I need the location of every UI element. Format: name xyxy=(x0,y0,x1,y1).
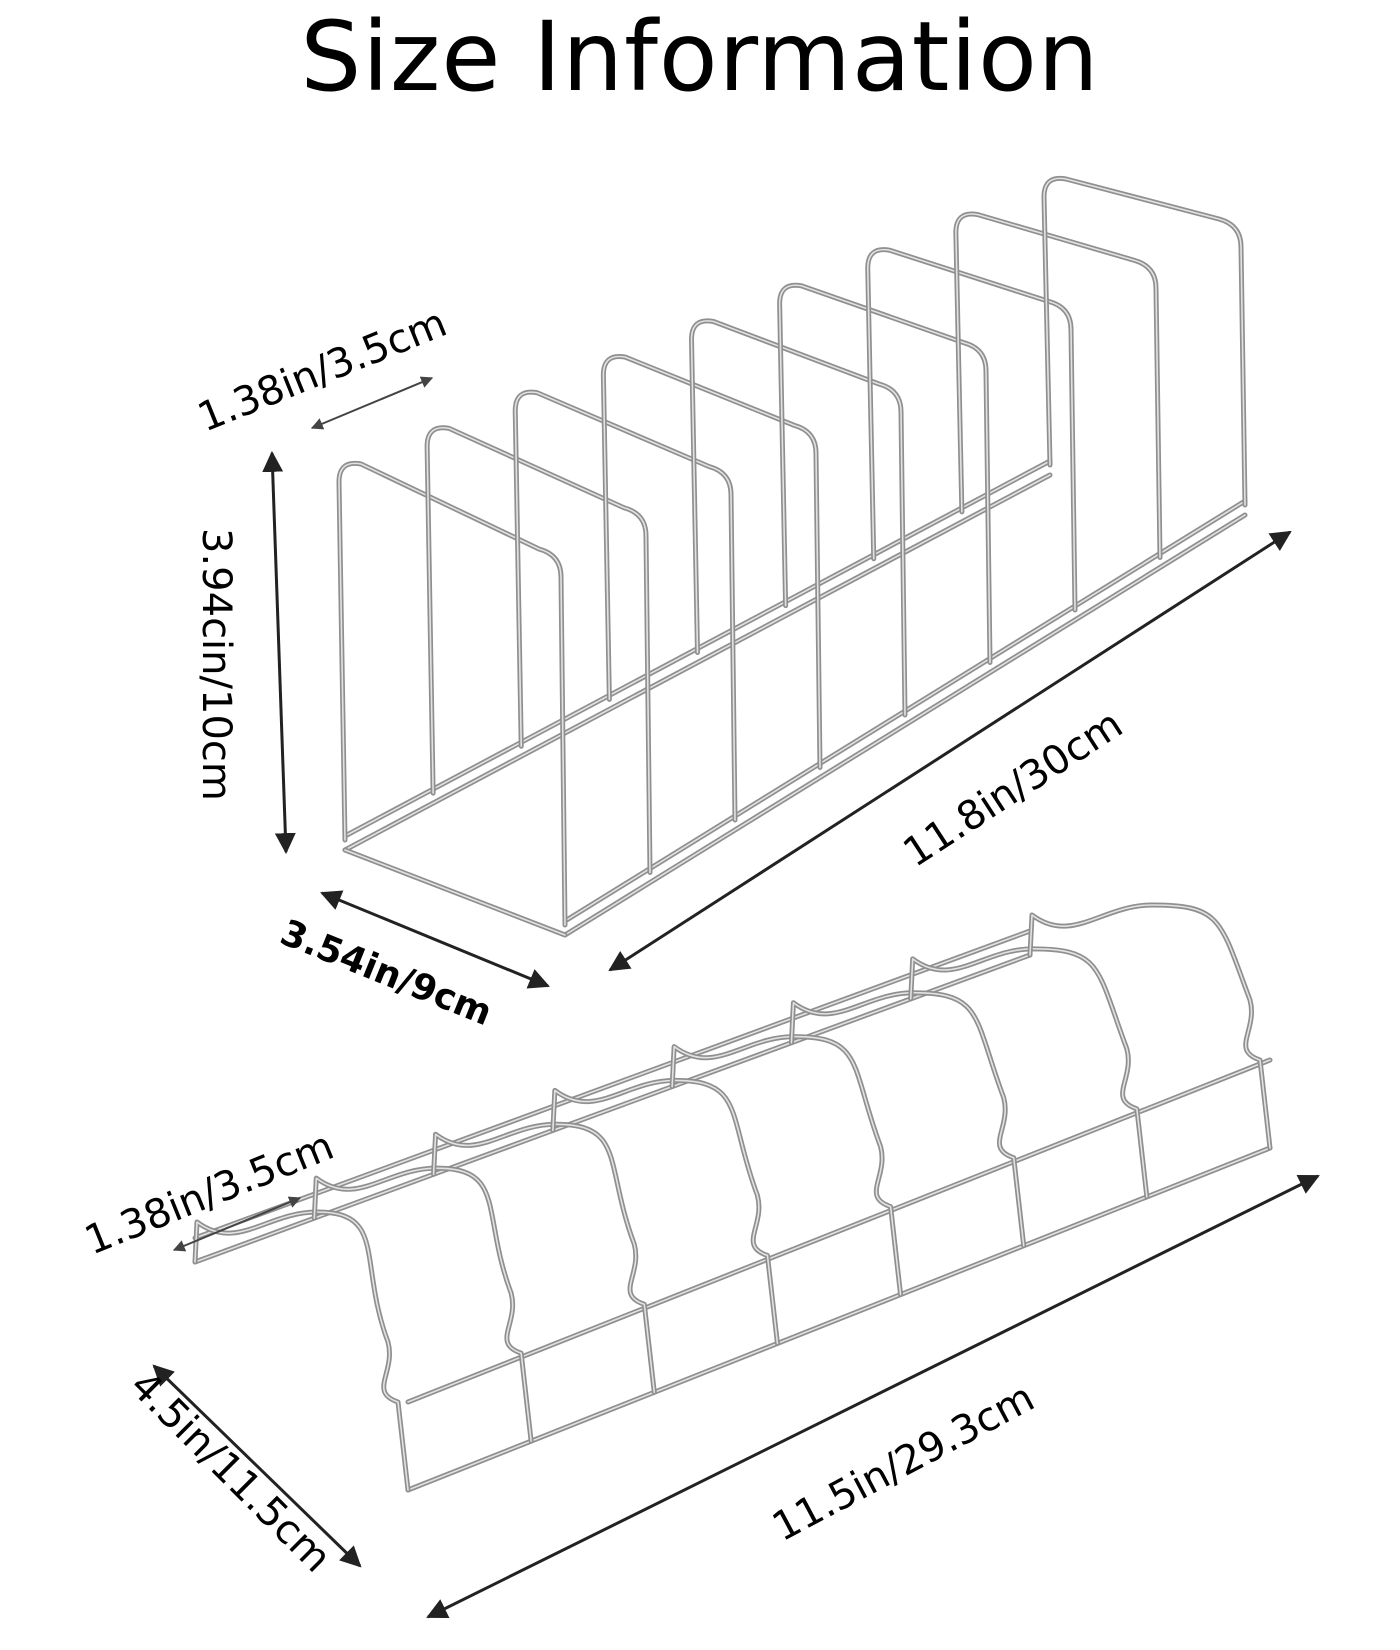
upright-end-bar-highlight xyxy=(344,849,566,936)
upright-width-label: 3.54in/9cm xyxy=(275,912,498,1034)
flat-rack-illustration xyxy=(192,902,1273,1493)
page-title: Size Information xyxy=(300,1,1100,113)
upright-divider xyxy=(336,460,568,928)
upright-height-label: 3.94cin/10cm xyxy=(193,528,239,801)
upright-divider-highlight xyxy=(338,462,566,926)
upright-depth-arrow xyxy=(310,376,434,430)
flat-length-label: 11.5in/29.3cm xyxy=(765,1375,1042,1551)
flat-back-rail-highlight xyxy=(194,954,1031,1263)
upright-length-label: 11.8in/30cm xyxy=(895,701,1130,876)
flat-divider-highlight xyxy=(1029,904,1271,1149)
flat-length-arrow xyxy=(426,1174,1320,1619)
upright-height-arrow xyxy=(262,450,296,855)
upright-divider-highlight xyxy=(1043,177,1246,506)
flat-back-rail-upper-highlight xyxy=(194,930,1031,1239)
flat-depth-label: 1.38in/3.5cm xyxy=(79,1123,341,1264)
upright-depth-label: 1.38in/3.5cm xyxy=(192,300,454,441)
flat-depth-arrow xyxy=(172,1196,302,1252)
flat-divider-highlight xyxy=(313,1167,532,1442)
flat-width-label: 4.5in/11.5cm xyxy=(121,1363,340,1582)
flat-front-rail-highlight xyxy=(407,1147,1271,1491)
upright-divider-highlight xyxy=(426,426,651,874)
upright-divider xyxy=(424,425,653,875)
flat-divider xyxy=(311,1165,534,1444)
upright-divider-highlight xyxy=(955,213,1161,559)
upright-rack-illustration xyxy=(336,175,1248,938)
flat-divider-highlight xyxy=(790,991,1025,1247)
upright-length-arrow xyxy=(608,530,1292,972)
upright-divider-highlight xyxy=(514,391,736,821)
upright-divider xyxy=(512,389,738,823)
upright-width-arrow xyxy=(320,890,550,989)
upright-divider-highlight xyxy=(690,320,906,716)
flat-divider xyxy=(1027,902,1273,1151)
upright-divider-highlight xyxy=(866,248,1076,611)
upright-divider-highlight xyxy=(778,284,991,664)
upright-divider-highlight xyxy=(602,355,821,769)
flat-width-arrow xyxy=(152,1364,362,1568)
upright-divider xyxy=(600,354,823,770)
